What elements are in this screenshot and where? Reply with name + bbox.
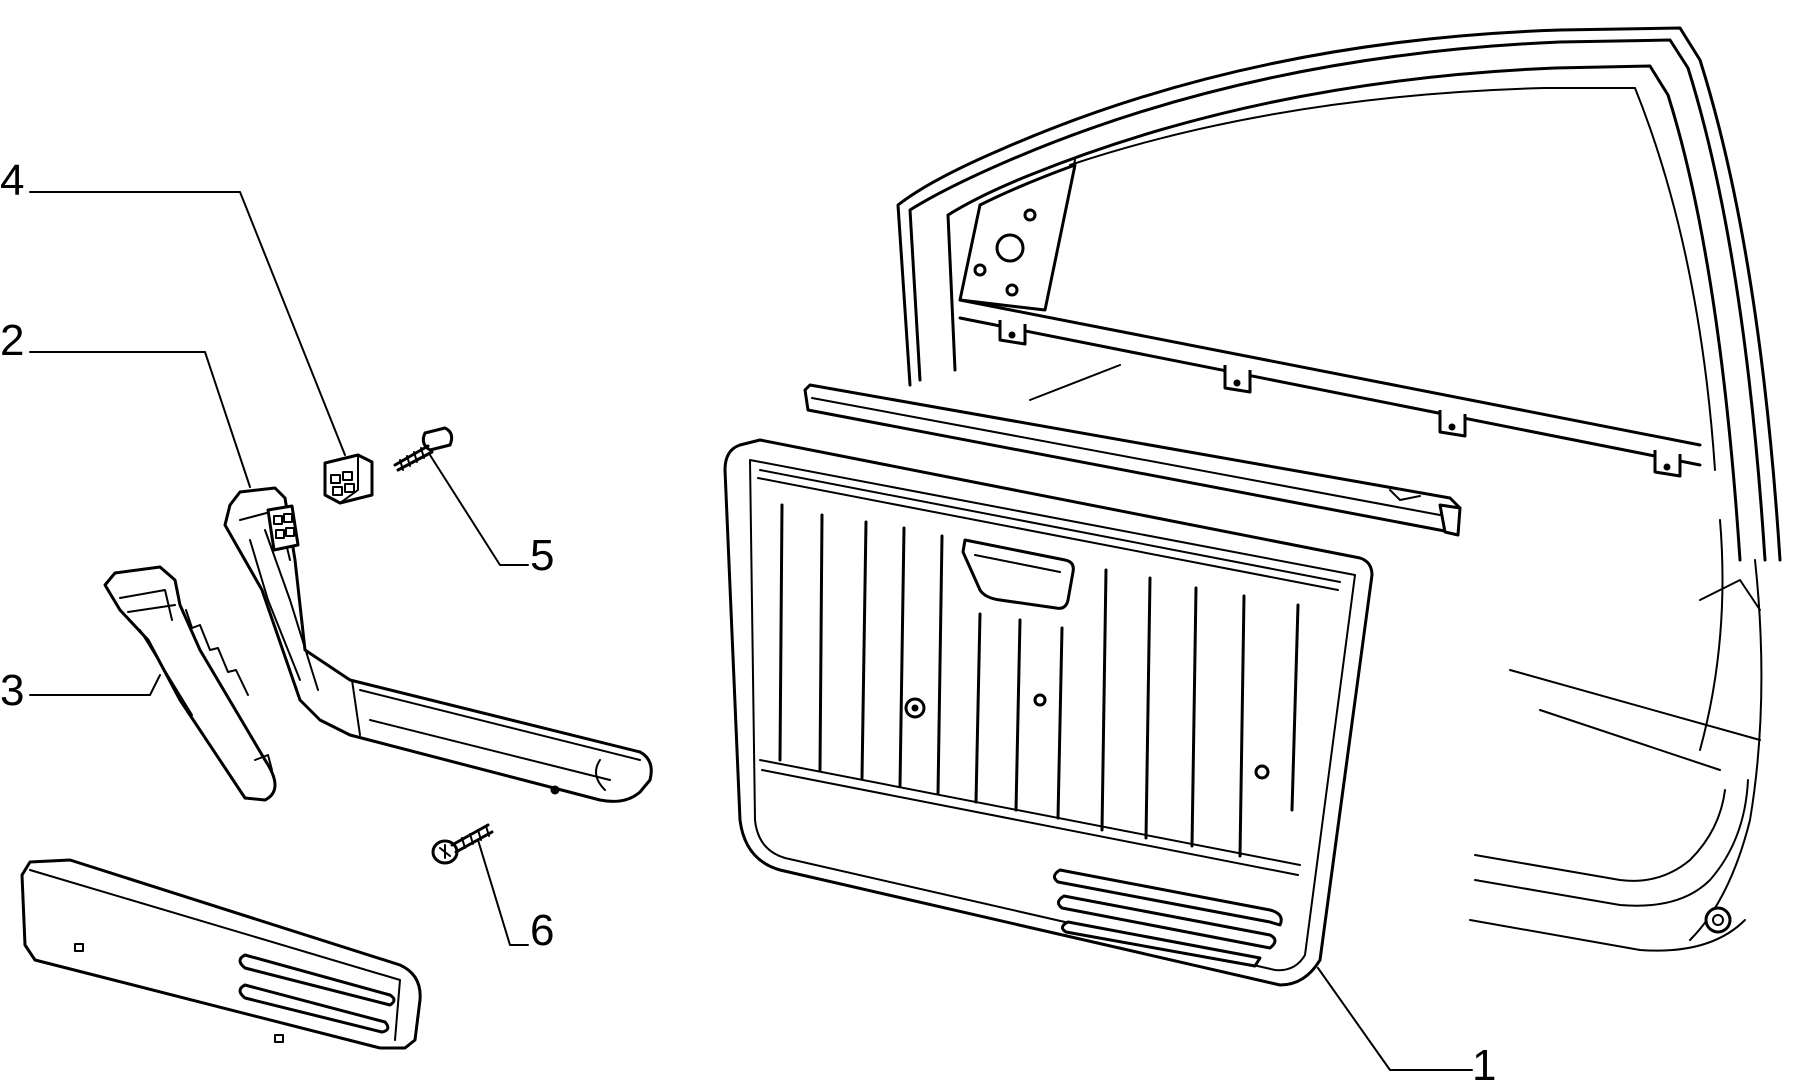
lower-pocket-trim: [20, 858, 422, 1050]
handle-trim: [103, 565, 277, 802]
leader-lines: [29, 191, 1473, 1071]
callout-5: 5: [530, 531, 554, 580]
armrest: [223, 486, 653, 803]
screw-5: [393, 426, 454, 472]
door-shell: [896, 26, 1782, 952]
callout-3: 3: [0, 666, 24, 715]
callout-4: 4: [0, 156, 24, 205]
window-switch: [323, 453, 374, 505]
callout-2: 2: [0, 316, 24, 365]
door-trim-panel: [723, 438, 1374, 987]
screw-6: [431, 823, 494, 865]
window-seal-strip: [803, 383, 1462, 537]
panel-ribs: [778, 503, 1300, 858]
callout-1: 1: [1472, 1041, 1496, 1085]
callout-6: 6: [530, 906, 554, 955]
